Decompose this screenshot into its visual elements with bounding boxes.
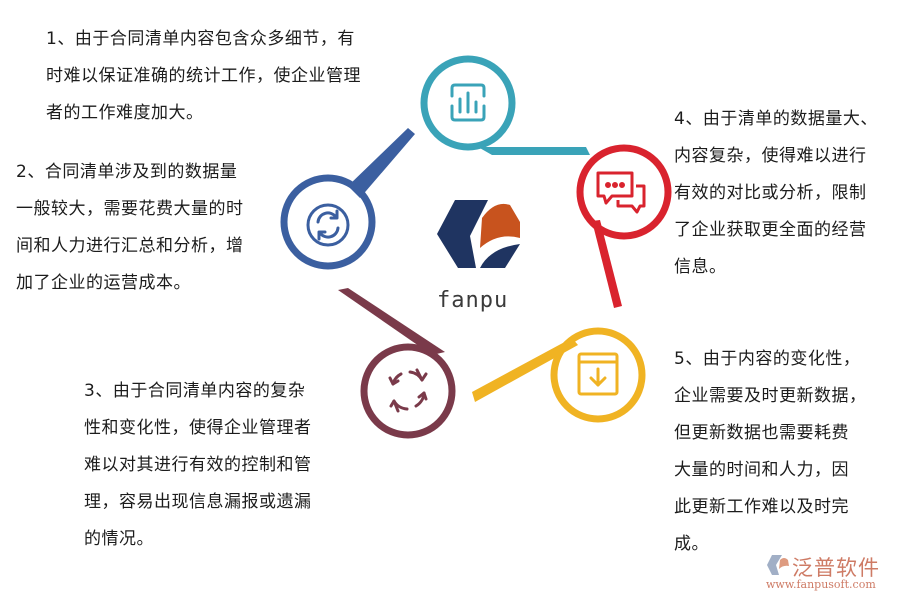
text-line: 4、由于清单的数据量大、 (674, 109, 878, 129)
node-5-yellow (472, 327, 646, 423)
point-1-text: 1、由于合同清单内容包含众多细节，有 时难以保证准确的统计工作，使企业管理 者的… (46, 21, 361, 132)
text-line: 一般较大，需要花费大量的时 (16, 199, 244, 219)
text-line: 1、由于合同清单内容包含众多细节，有 (46, 29, 355, 49)
node-4-red (576, 144, 672, 308)
text-line: 理，容易出现信息漏报或遗漏 (84, 492, 312, 512)
text-line: 成。 (674, 534, 709, 554)
cycle-arrows-icon (388, 368, 428, 413)
node-1-teal (420, 55, 590, 155)
text-line: 3、由于合同清单内容的复杂 (84, 381, 306, 401)
text-line: 大量的时间和人力，因 (674, 460, 849, 480)
text-line: 内容复杂，使得难以进行 (674, 146, 867, 166)
text-line: 时难以保证准确的统计工作，使企业管理 (46, 66, 361, 86)
point-4-text: 4、由于清单的数据量大、 内容复杂，使得难以进行 有效的对比或分析，限制 了企业… (674, 101, 878, 286)
text-line: 者的工作难度加大。 (46, 103, 204, 123)
watermark-url: www.fanpusoft.com (766, 578, 876, 591)
text-line: 企业需要及时更新数据， (674, 386, 867, 406)
center-brand-label: fanpu (437, 288, 509, 313)
text-line: 有效的对比或分析，限制 (674, 183, 867, 203)
chat-bubbles-icon (596, 171, 646, 214)
text-line: 性和变化性，使得企业管理者 (84, 418, 312, 438)
fanpusoft-logo-icon (767, 555, 789, 575)
text-line: 2、合同清单涉及到的数据量 (16, 162, 238, 182)
fanpu-hexagon-logo (437, 200, 520, 268)
text-line: 此更新工作难以及时完 (674, 497, 849, 517)
download-box-icon (577, 352, 619, 396)
refresh-circle-icon (306, 203, 350, 247)
point-2-text: 2、合同清单涉及到的数据量 一般较大，需要花费大量的时 间和人力进行汇总和分析，… (16, 154, 244, 302)
point-5-text: 5、由于内容的变化性， 企业需要及时更新数据， 但更新数据也需要耗费 大量的时间… (674, 341, 867, 563)
text-line: 难以对其进行有效的控制和管 (84, 455, 312, 475)
bar-chart-icon (450, 83, 486, 122)
point-3-text: 3、由于合同清单内容的复杂 性和变化性，使得企业管理者 难以对其进行有效的控制和… (84, 373, 312, 558)
node-2-blue (280, 128, 415, 270)
text-line: 但更新数据也需要耗费 (674, 423, 849, 443)
text-line: 信息。 (674, 257, 727, 277)
fanpusoft-watermark: 泛普软件 www.fanpusoft.com (762, 552, 890, 594)
text-line: 5、由于内容的变化性， (674, 349, 861, 369)
text-line: 间和人力进行汇总和分析，增 (16, 236, 244, 256)
text-line: 的情况。 (84, 529, 154, 549)
node-3-maroon (338, 288, 456, 439)
text-line: 加了企业的运营成本。 (16, 273, 191, 293)
watermark-name: 泛普软件 (792, 556, 880, 580)
text-line: 了企业获取更全面的经营 (674, 220, 867, 240)
